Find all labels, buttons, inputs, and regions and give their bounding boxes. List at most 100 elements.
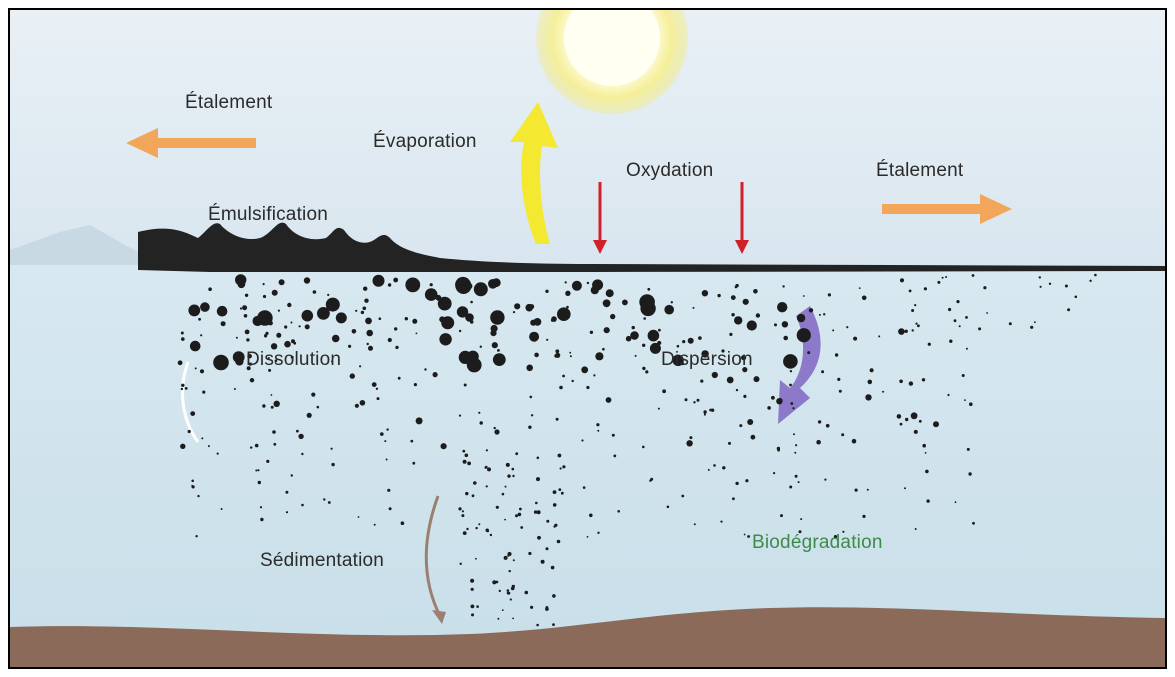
oil-droplet (968, 472, 971, 475)
oil-droplet (603, 299, 611, 307)
oil-droplet (955, 501, 957, 503)
oil-droplet (200, 334, 202, 336)
label-evaporation: Évaporation (373, 131, 477, 153)
oil-droplet (720, 521, 722, 523)
oil-droplet (368, 346, 373, 351)
oil-droplet (291, 322, 293, 324)
oil-droplet (457, 306, 468, 317)
oil-droplet (783, 336, 788, 341)
oil-droplet (360, 400, 366, 406)
oil-droplet (747, 419, 753, 425)
oil-droplet (250, 378, 254, 382)
oil-droplet (1040, 286, 1042, 288)
oil-droplet (606, 397, 612, 403)
oil-droplet (471, 613, 474, 616)
oil-droplet (535, 502, 538, 505)
oil-droplet (753, 289, 758, 294)
oil-droplet (597, 430, 599, 432)
oil-droplet (425, 288, 438, 301)
oil-droplet (471, 588, 474, 591)
oil-droplet (554, 354, 558, 358)
oil-droplet (925, 452, 927, 454)
oil-droplet (978, 327, 981, 330)
oil-droplet (526, 365, 533, 372)
oil-droplet (862, 515, 865, 518)
oil-droplet (293, 342, 296, 345)
oil-droplet (430, 283, 433, 286)
oil-droplet (546, 520, 549, 523)
oil-droplet (195, 367, 197, 369)
oil-droplet (744, 534, 746, 536)
oil-droplet (488, 279, 498, 289)
oil-droplet (942, 277, 944, 279)
oil-droplet (405, 278, 420, 293)
oil-droplet (188, 430, 191, 433)
oil-droplet (285, 491, 288, 494)
oil-droplet (311, 393, 315, 397)
oil-droplet (332, 335, 340, 343)
oil-droplet (364, 299, 368, 303)
oil-droplet (747, 320, 757, 330)
oil-droplet (379, 317, 382, 320)
oil-droplet (933, 421, 939, 427)
oil-droplet (301, 453, 303, 455)
oil-droplet (255, 444, 259, 448)
oil-droplet (546, 339, 548, 341)
oil-droplet (190, 411, 195, 416)
oil-droplet (557, 540, 561, 544)
oil-droplet (459, 415, 461, 417)
oil-droplet (569, 352, 571, 354)
oil-droplet (914, 304, 916, 306)
oil-droplet (246, 338, 249, 341)
oil-droplet (298, 434, 303, 439)
oil-droplet (510, 598, 512, 600)
oil-droplet (497, 618, 499, 620)
oil-droplet (198, 318, 201, 321)
oil-droplet (528, 426, 531, 429)
oil-droplet (839, 390, 842, 393)
oil-droplet (868, 380, 873, 385)
oil-droplet (530, 396, 533, 399)
oil-droplet (795, 475, 798, 478)
label-spreading-left: Étalement (185, 92, 272, 114)
oil-droplet (967, 448, 970, 451)
oil-droplet (1030, 326, 1033, 329)
oil-droplet (328, 501, 331, 504)
oil-droplet (835, 353, 838, 356)
oil-droplet (688, 338, 694, 344)
oil-droplet (260, 518, 263, 521)
oil-droplet (635, 355, 637, 357)
oil-droplet (284, 341, 291, 348)
oil-droplet (805, 331, 809, 335)
label-spreading-right: Étalement (876, 160, 963, 182)
oil-droplet (502, 493, 505, 496)
oil-droplet (555, 349, 559, 353)
oil-droplet (486, 449, 488, 451)
oil-droplet (474, 282, 488, 296)
oil-droplet (201, 437, 203, 439)
oil-droplet (480, 346, 482, 348)
oil-droplet (433, 372, 438, 377)
oil-droplet (265, 320, 267, 322)
oil-droplet (504, 519, 506, 521)
oil-droplet (507, 589, 510, 592)
oil-droplet (424, 368, 426, 370)
oil-droplet (462, 510, 464, 512)
oil-droplet (536, 477, 540, 481)
oil-droplet (467, 462, 471, 466)
oil-droplet (513, 559, 515, 561)
oil-droplet (570, 355, 572, 357)
oil-droplet (912, 329, 914, 331)
oil-droplet (693, 401, 695, 403)
oil-droplet (783, 354, 798, 369)
oil-droplet (326, 298, 340, 312)
oil-droplet (972, 274, 975, 277)
oil-droplet (416, 333, 418, 335)
oil-droplet (178, 360, 183, 365)
oil-droplet (962, 374, 965, 377)
oil-droplet (200, 302, 210, 312)
oil-droplet (565, 291, 570, 296)
oil-droplet (519, 508, 522, 511)
oil-droplet (648, 330, 660, 342)
oil-droplet (296, 430, 299, 433)
